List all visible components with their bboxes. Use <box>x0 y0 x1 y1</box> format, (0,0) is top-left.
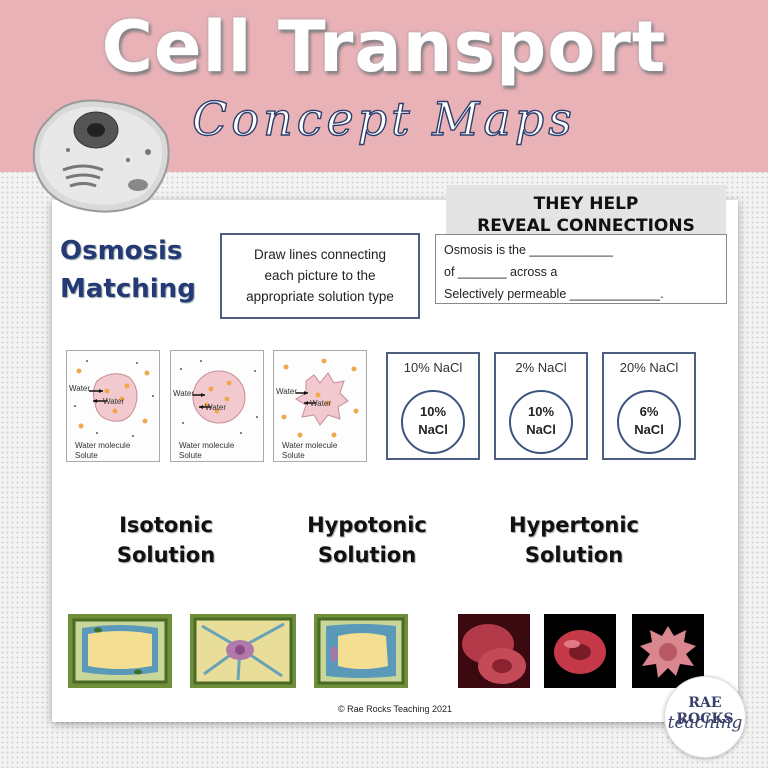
worksheet-title: Osmosis Matching <box>60 232 210 308</box>
solution-type-line2: Solution <box>317 543 417 567</box>
brand-logo: RAE ROCKS teaching <box>664 676 746 758</box>
definition-line: of _______ across a <box>444 265 558 279</box>
solution-type-hypotonic: Hypotonic Solution <box>292 510 442 570</box>
solute-label: Solute <box>75 451 98 460</box>
logo-line1: RAE ROCKS <box>676 695 734 727</box>
logo-line2: teaching <box>667 713 743 733</box>
copyright-text: © Rae Rocks Teaching 2021 <box>337 704 453 714</box>
solution-type-line1: Isotonic <box>119 513 213 537</box>
water-molecule-label: Water molecule <box>179 441 235 450</box>
red-blood-cell-image-1 <box>458 614 530 688</box>
outside-concentration: 20% NaCl <box>619 360 679 375</box>
solution-box-1: 10% NaCl 10% NaCl <box>386 352 480 460</box>
water-label: Water <box>69 384 91 393</box>
instructions-box: Draw lines connecting each picture to th… <box>220 233 420 319</box>
outside-concentration: 2% NaCl <box>515 360 567 375</box>
water-molecule-label: Water molecule <box>75 441 131 450</box>
outside-concentration: 10% NaCl <box>403 360 463 375</box>
solution-type-line2: Solution <box>524 543 624 567</box>
inside-concentration: 6% <box>639 404 659 419</box>
solution-box-2: 2% NaCl 10% NaCl <box>494 352 588 460</box>
water-label: Water <box>173 389 195 398</box>
inside-solute: NaCl <box>418 422 448 437</box>
solute-label: Solute <box>179 451 202 460</box>
cell-circle: 10% NaCl <box>401 390 465 454</box>
instructions-line: Draw lines connecting <box>253 247 387 262</box>
osmosis-diagram-3: Water Water Water molecule Solute <box>273 350 367 462</box>
solution-box-3: 20% NaCl 6% NaCl <box>602 352 696 460</box>
solution-type-line2: Solution <box>116 543 216 567</box>
solution-type-line1: Hypotonic <box>307 513 427 537</box>
inside-solute: NaCl <box>526 422 556 437</box>
solution-type-hypertonic: Hypertonic Solution <box>494 510 654 570</box>
solution-type-line1: Hypertonic <box>509 513 639 537</box>
water-label: Water <box>103 397 125 406</box>
worksheet-title-line1: Osmosis <box>60 236 183 266</box>
tagline-line1: THEY HELP <box>533 194 639 214</box>
inside-concentration: 10% <box>419 404 447 419</box>
plant-cell-image-3 <box>314 614 408 688</box>
solute-label: Solute <box>282 451 305 460</box>
subtitle: Concept Maps <box>191 91 576 146</box>
plant-cell-image-2 <box>190 614 296 688</box>
instructions-line: each picture to the <box>264 268 376 283</box>
plant-cell-image-1 <box>68 614 172 688</box>
water-label: Water <box>205 403 227 412</box>
water-molecule-label: Water molecule <box>282 441 338 450</box>
main-title: Cell Transport <box>101 6 667 88</box>
definition-line: Selectively permeable _____________. <box>444 287 664 301</box>
water-label: Water <box>276 387 298 396</box>
instructions-line: appropriate solution type <box>246 289 394 304</box>
red-blood-cell-image-2 <box>544 614 616 688</box>
cell-circle: 6% NaCl <box>617 390 681 454</box>
solution-type-isotonic: Isotonic Solution <box>96 510 236 570</box>
osmosis-diagram-2: Water Water Water molecule Solute <box>170 350 264 462</box>
animal-cell-illustration <box>32 99 170 213</box>
definition-box: Osmosis is the ____________ of _______ a… <box>435 234 727 304</box>
worksheet-title-line2: Matching <box>60 274 196 304</box>
osmosis-diagram-1: Water Water Water molecule Solute <box>66 350 160 462</box>
inside-concentration: 10% <box>527 404 555 419</box>
red-blood-cell-image-3 <box>632 614 704 688</box>
tagline-line2: REVEAL CONNECTIONS <box>477 216 695 236</box>
inside-solute: NaCl <box>634 422 664 437</box>
cell-circle: 10% NaCl <box>509 390 573 454</box>
water-label: Water <box>310 399 332 408</box>
definition-line: Osmosis is the ____________ <box>444 243 613 257</box>
